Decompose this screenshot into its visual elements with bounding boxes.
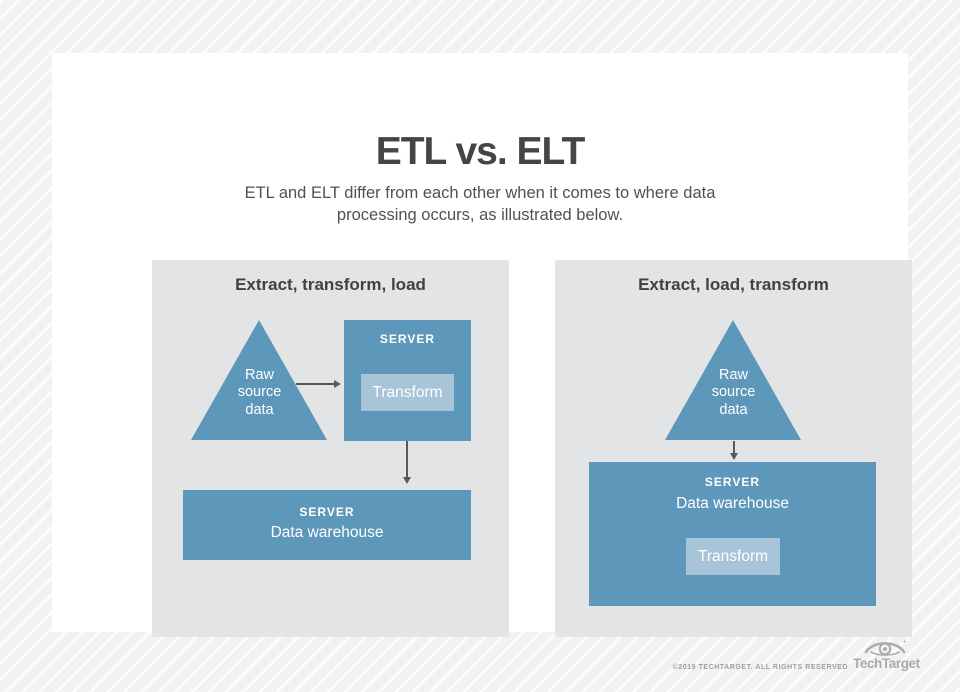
etl-raw-source-label: Raw source data: [237, 367, 282, 418]
etl-panel-title: Extract, transform, load: [235, 275, 426, 294]
page-title: ETL vs. ELT: [375, 130, 586, 173]
etl-warehouse-name: Data warehouse: [270, 524, 384, 541]
etl-raw-source-triangle: Raw source data: [191, 320, 328, 440]
elt-warehouse-name: Data warehouse: [676, 495, 789, 512]
page-subtitle: ETL and ELT differ from each other when …: [244, 184, 716, 225]
content-card: ETL vs. ELT ETL and ELT differ from each…: [52, 53, 912, 637]
arrow-head-icon: [334, 379, 341, 388]
triangle-shape: [191, 320, 327, 440]
elt-raw-source-triangle: Raw source data: [665, 320, 802, 440]
arrow-head-icon: [729, 453, 738, 460]
etl-server-box: SERVER Transform: [344, 320, 471, 441]
eye-icon: [864, 640, 906, 656]
etl-server-label: SERVER: [379, 332, 436, 346]
etl-warehouse-box: SERVER Data warehouse: [183, 490, 471, 560]
elt-raw-source-label: Raw source data: [711, 367, 756, 418]
copyright-text: ©2019 TECHTARGET. ALL RIGHTS RESERVED: [672, 664, 848, 671]
elt-panel: Extract, load, transform Raw source data…: [555, 260, 912, 637]
triangle-shape: [665, 320, 801, 440]
elt-panel-title: Extract, load, transform: [638, 275, 829, 294]
elt-warehouse-server-label: SERVER: [704, 475, 761, 489]
arrow-head-icon: [402, 477, 411, 484]
techtarget-logo: TechTarget: [853, 638, 920, 676]
etl-transform-box: Transform: [361, 374, 454, 411]
etl-warehouse-server-label: SERVER: [299, 505, 355, 519]
elt-transform-box: Transform: [686, 538, 780, 575]
etl-panel: Extract, transform, load Raw source data…: [152, 260, 509, 637]
techtarget-logo-text: TechTarget: [853, 656, 920, 671]
elt-warehouse-box: SERVER Data warehouse Transform: [589, 462, 876, 606]
